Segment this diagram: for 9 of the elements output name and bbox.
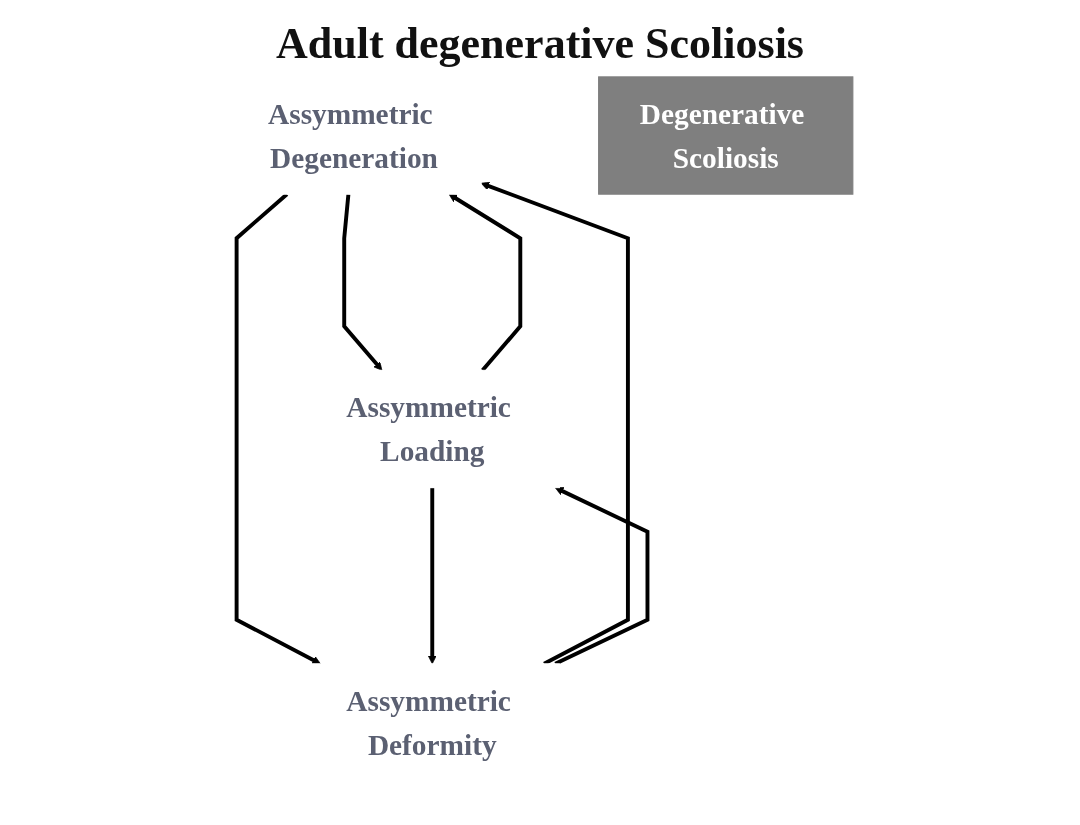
arrow bbox=[554, 487, 650, 666]
node-text: Assymmetric Degeneration bbox=[268, 97, 439, 174]
node-text: Assymmetric Loading bbox=[346, 390, 512, 468]
arrow bbox=[342, 194, 383, 371]
node-text: Assymmetric Deformity bbox=[346, 684, 512, 761]
arrow bbox=[428, 487, 437, 665]
arrow bbox=[448, 193, 523, 372]
diagram-title: Adult degenerative Scoliosis bbox=[275, 18, 805, 69]
node-box: Degenerative Scoliosis bbox=[598, 76, 854, 195]
